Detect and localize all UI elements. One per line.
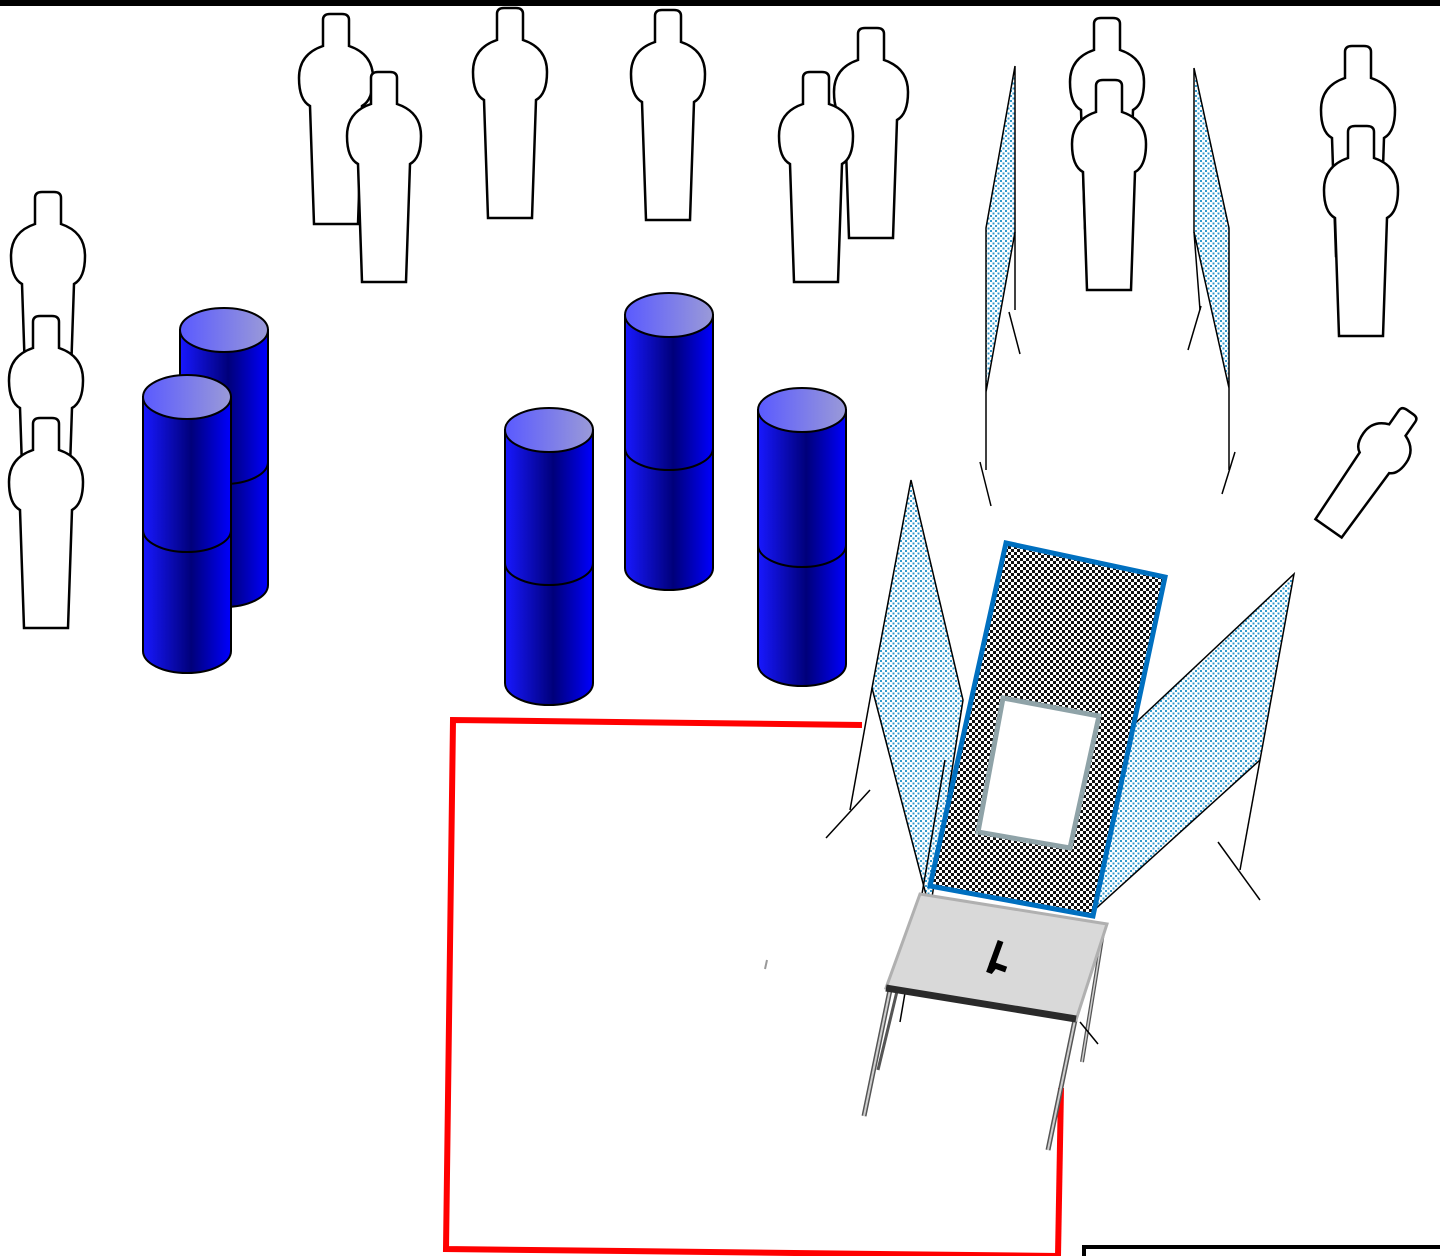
door-with-window-icon bbox=[926, 540, 1168, 919]
barrels-group bbox=[142, 292, 847, 706]
barrel-icon bbox=[504, 407, 594, 706]
barrel-icon bbox=[142, 374, 232, 674]
barrel-icon bbox=[757, 387, 847, 687]
door-structure bbox=[825, 479, 1296, 1023]
start-table-icon bbox=[861, 892, 1109, 1151]
paper-target-icon bbox=[471, 6, 549, 220]
fault-line-box bbox=[442, 716, 1064, 1256]
paper-target-icon bbox=[7, 416, 85, 630]
mesh-wall-icon bbox=[1187, 67, 1236, 495]
top-rule bbox=[0, 0, 1440, 6]
corner-frame bbox=[1082, 1245, 1440, 1256]
barrel-icon bbox=[624, 292, 714, 591]
mesh-walls-back bbox=[979, 65, 1236, 507]
mesh-wall-icon bbox=[979, 65, 1021, 507]
paper-targets-group bbox=[7, 6, 1418, 630]
paper-target-icon bbox=[629, 8, 707, 222]
pistol-icon bbox=[986, 939, 1008, 974]
paper-target-icon bbox=[1313, 406, 1418, 540]
